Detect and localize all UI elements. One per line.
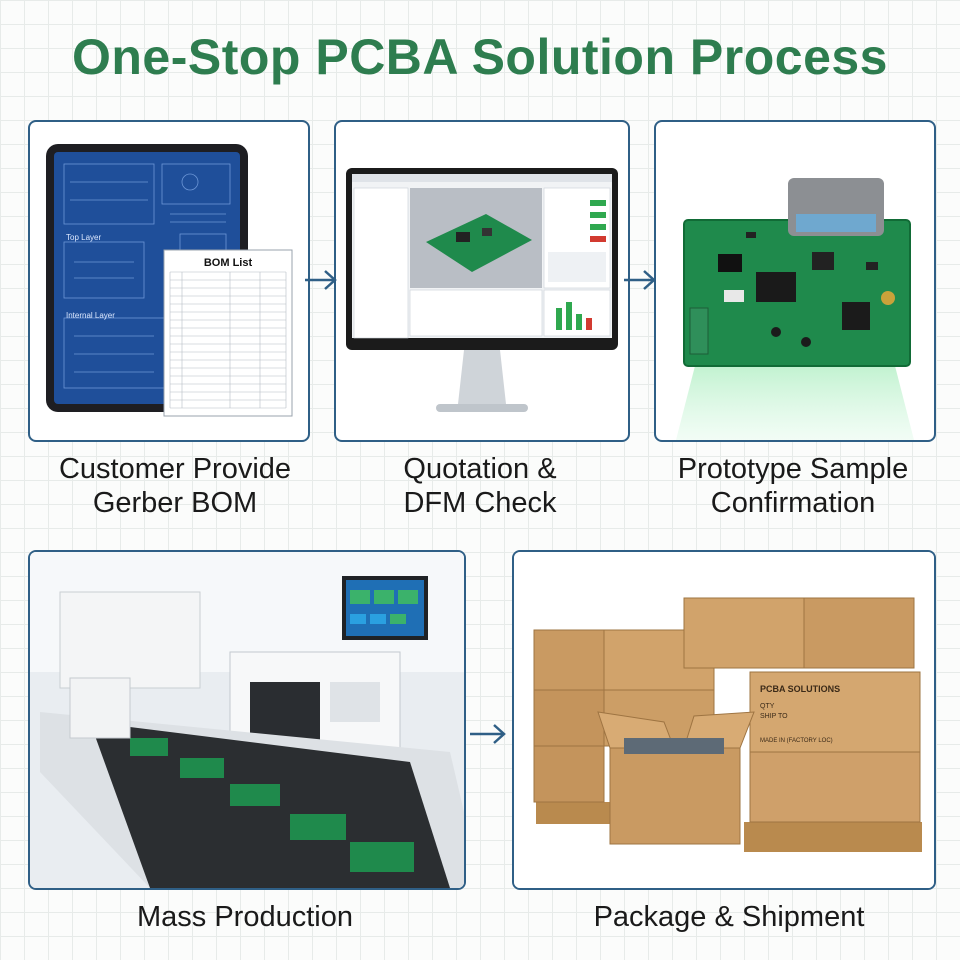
step-card-mass-production — [28, 550, 466, 890]
step-card-package-shipment: PCBA SOLUTIONS QTY SHIP TO MADE IN (FACT… — [512, 550, 936, 890]
smt-line-illustration — [30, 552, 464, 888]
arrow-right-icon — [305, 270, 337, 290]
bom-list-title: BOM List — [204, 257, 253, 269]
step-label-gerber-bom: Customer Provide Gerber BOM — [58, 453, 292, 519]
gerber-bom-illustration: Top Layer Internal Layer BOM List — [46, 144, 293, 417]
bom-table-grid — [169, 271, 287, 409]
step-label-prototype: Prototype Sample Confirmation — [677, 453, 909, 519]
dfm-monitor-illustration — [346, 168, 618, 412]
step-label-quotation-dfm: Quotation & DFM Check — [403, 453, 557, 519]
box-made-in-label: MADE IN (FACTORY LOC) — [760, 738, 833, 744]
step-label-package-shipment: Package & Shipment — [593, 901, 865, 933]
box-brand-label: PCBA SOLUTIONS — [760, 684, 840, 694]
arrow-right-icon — [624, 270, 656, 290]
arrow-right-icon — [470, 724, 506, 744]
gerber-top-layer-label: Top Layer — [66, 233, 101, 242]
box-ship-to-label: SHIP TO — [760, 713, 788, 720]
step-card-prototype — [654, 120, 936, 442]
gerber-internal-layer-label: Internal Layer — [66, 311, 115, 320]
step-card-gerber-bom: Top Layer Internal Layer BOM List — [28, 120, 310, 442]
step-card-quotation-dfm — [334, 120, 630, 442]
step-label-mass-production: Mass Production — [137, 901, 353, 933]
box-qty-label: QTY — [760, 703, 775, 710]
dfm-pcb-3d-model — [426, 214, 532, 272]
boxes-pallet-illustration: PCBA SOLUTIONS QTY SHIP TO MADE IN (FACT… — [514, 552, 934, 888]
page-title: One-Stop PCBA Solution Process — [71, 29, 888, 85]
prototype-pcb-illustration — [676, 178, 914, 440]
